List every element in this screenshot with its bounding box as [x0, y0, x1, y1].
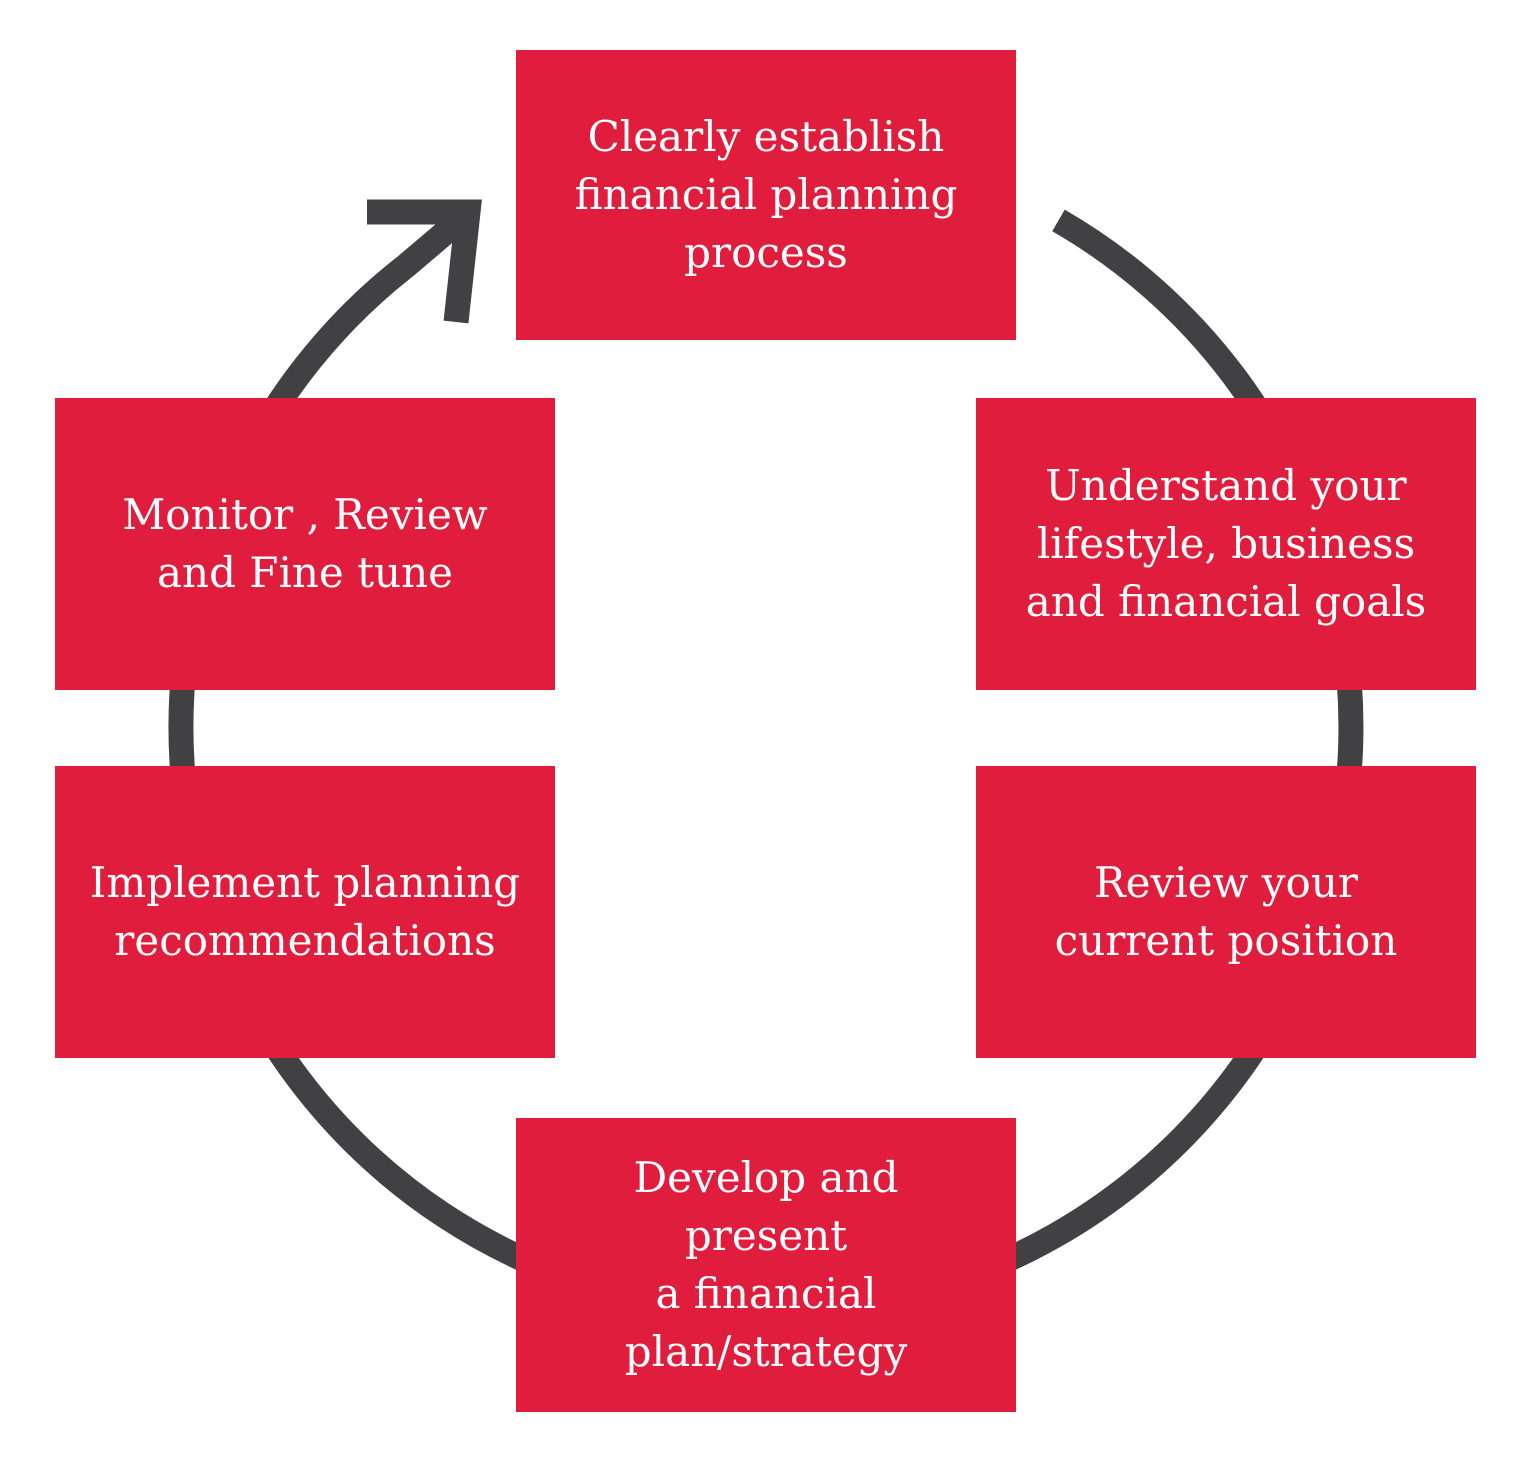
step-box-develop-plan: Develop and present a financial plan/str…	[516, 1118, 1016, 1412]
step-label-establish-process: Clearly establish financial planning pro…	[574, 112, 958, 277]
step-box-understand-goals: Understand your lifestyle, business and …	[976, 398, 1476, 690]
step-box-monitor: Monitor , Review and Fine tune	[55, 398, 555, 690]
step-label-understand-goals: Understand your lifestyle, business and …	[1025, 461, 1427, 626]
step-label-review-position: Review your current position	[1054, 858, 1398, 965]
step-label-develop-plan: Develop and present a financial plan/str…	[624, 1153, 908, 1376]
step-box-establish-process: Clearly establish financial planning pro…	[516, 50, 1016, 340]
step-box-review-position: Review your current position	[976, 766, 1476, 1058]
arrowhead-icon	[367, 199, 482, 324]
step-box-implement: Implement planning recommendations	[55, 766, 555, 1058]
step-label-implement: Implement planning recommendations	[89, 858, 521, 965]
step-label-monitor: Monitor , Review and Fine tune	[122, 490, 488, 597]
